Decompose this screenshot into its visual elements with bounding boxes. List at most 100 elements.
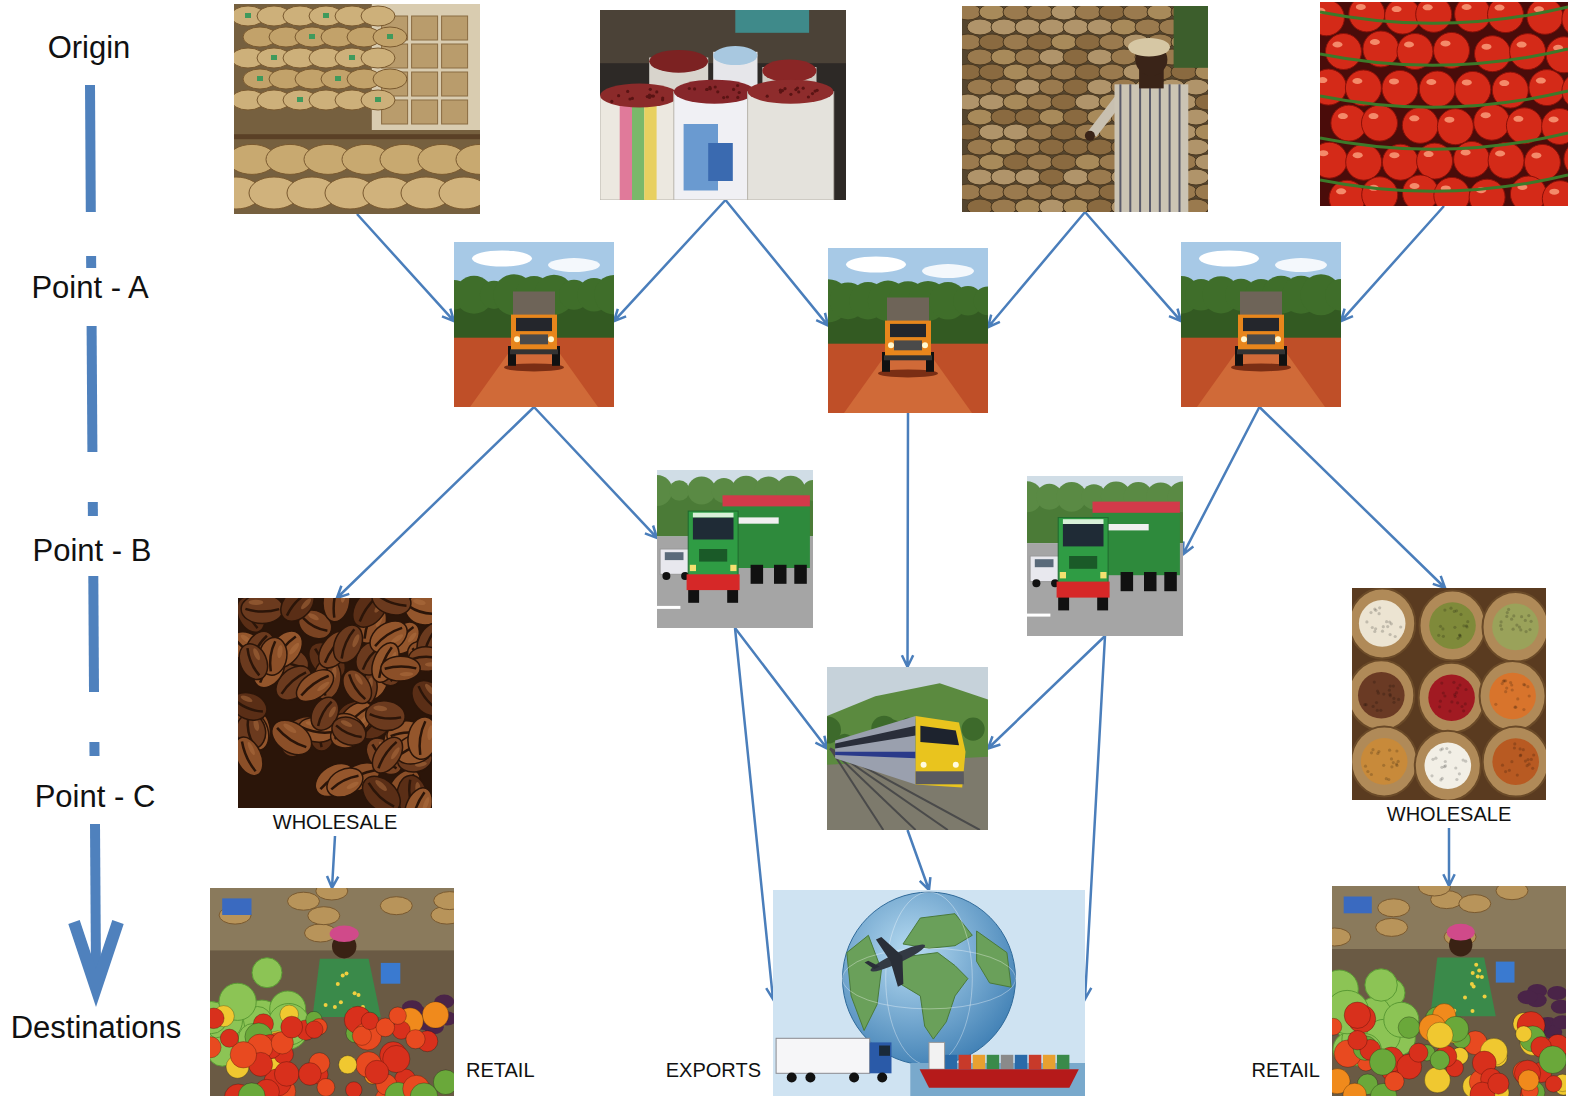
illustration-shape [1027,34,1053,50]
illustration-shape [322,762,368,802]
flow-arrow [902,413,913,667]
illustration-shape [327,712,370,751]
illustration-shape [1394,635,1397,638]
illustration-shape [827,667,988,830]
illustration-shape [1051,64,1077,80]
illustration-shape [1075,6,1101,20]
illustration-shape [1528,628,1531,631]
node-caption: RETAIL [1251,1058,1320,1082]
illustration-shape [1195,124,1208,140]
illustration-shape [1129,84,1131,212]
illustration-shape [399,784,432,808]
illustration-shape [1139,84,1141,212]
illustration-shape [748,92,834,200]
illustration-shape [1352,726,1417,796]
axis-label: Point - A [27,270,152,306]
photo-illustration [827,667,988,830]
illustration-shape [979,94,1005,110]
illustration-shape [1441,40,1451,46]
illustration-shape [1343,1083,1366,1096]
illustration-shape [870,1042,892,1073]
illustration-shape [1240,292,1282,318]
illustration-shape [1003,124,1029,140]
illustration-shape [361,48,395,68]
illustration-shape [299,1063,322,1086]
illustration-shape [1531,767,1534,770]
illustration-shape [835,726,916,749]
illustration-shape [1483,592,1547,662]
illustration-shape [1429,602,1476,649]
illustration-shape [365,1060,389,1084]
illustration-shape [328,620,368,667]
illustration-shape [1444,760,1447,763]
illustration-shape [1238,315,1284,351]
illustration-shape [238,639,273,684]
illustration-shape [776,1038,870,1073]
illustration-shape [1348,1031,1367,1050]
illustration-shape [1442,691,1445,694]
illustration-shape [1003,154,1029,170]
illustration-shape [890,324,926,337]
illustration-shape [1364,765,1367,768]
illustration-shape [1027,94,1053,110]
illustration-shape [1356,4,1366,10]
wholesale-node: WHOLESALE [238,598,432,836]
illustration-shape [1457,637,1460,640]
illustration-shape [1039,169,1065,185]
illustration-shape [706,88,709,91]
illustration-shape [1419,71,1455,107]
illustration-shape [699,549,727,562]
illustration-shape [410,791,424,808]
illustration-shape [1332,886,1566,949]
illustration-shape [405,715,432,762]
illustration-shape [373,27,407,47]
illustration-shape [1358,672,1405,719]
illustration-shape [1522,683,1525,686]
illustration-shape [240,694,253,703]
photo-illustration [773,890,1085,1096]
illustration-shape [1459,895,1491,913]
illustration-shape [1539,1046,1566,1074]
illustration-shape [626,90,629,93]
flow-arrow [614,200,726,321]
illustration-shape [1389,685,1392,688]
illustration-shape [657,470,813,628]
illustration-shape [1439,625,1442,628]
illustration-shape [649,50,708,73]
illustration-shape [991,79,1017,95]
illustration-shape [1320,2,1568,206]
illustration-shape [1549,189,1559,195]
illustration-shape [1510,618,1513,621]
illustration-shape [657,606,680,609]
illustration-shape [1388,749,1391,752]
illustration-shape [1320,7,1568,23]
illustration-shape [297,97,303,102]
flow-arrow [726,200,829,326]
illustration-shape [282,722,298,735]
illustration-shape [903,914,972,949]
illustration-shape [1532,753,1535,756]
illustration-shape [1388,620,1391,623]
illustration-shape [1366,770,1369,773]
illustration-shape [1373,607,1376,610]
illustration-shape [1381,630,1384,633]
illustration-shape [974,286,988,315]
illustration-shape [421,796,430,808]
illustration-shape [1015,79,1041,95]
illustration-shape [885,321,931,357]
illustration-shape [412,44,438,68]
illustration-shape [1099,6,1125,20]
illustration-shape [364,699,407,733]
illustration-shape [1416,2,1452,32]
illustration-shape [252,647,262,661]
illustration-shape [291,663,339,707]
illustration-shape [434,892,454,910]
illustration-shape [693,87,696,90]
illustration-shape [1499,624,1502,627]
illustration-shape [1441,747,1444,750]
illustration-shape [789,93,792,96]
illustration-shape [1377,750,1380,753]
illustration-shape [1390,757,1393,760]
illustration-shape [1115,84,1189,212]
illustration-shape [962,64,981,80]
